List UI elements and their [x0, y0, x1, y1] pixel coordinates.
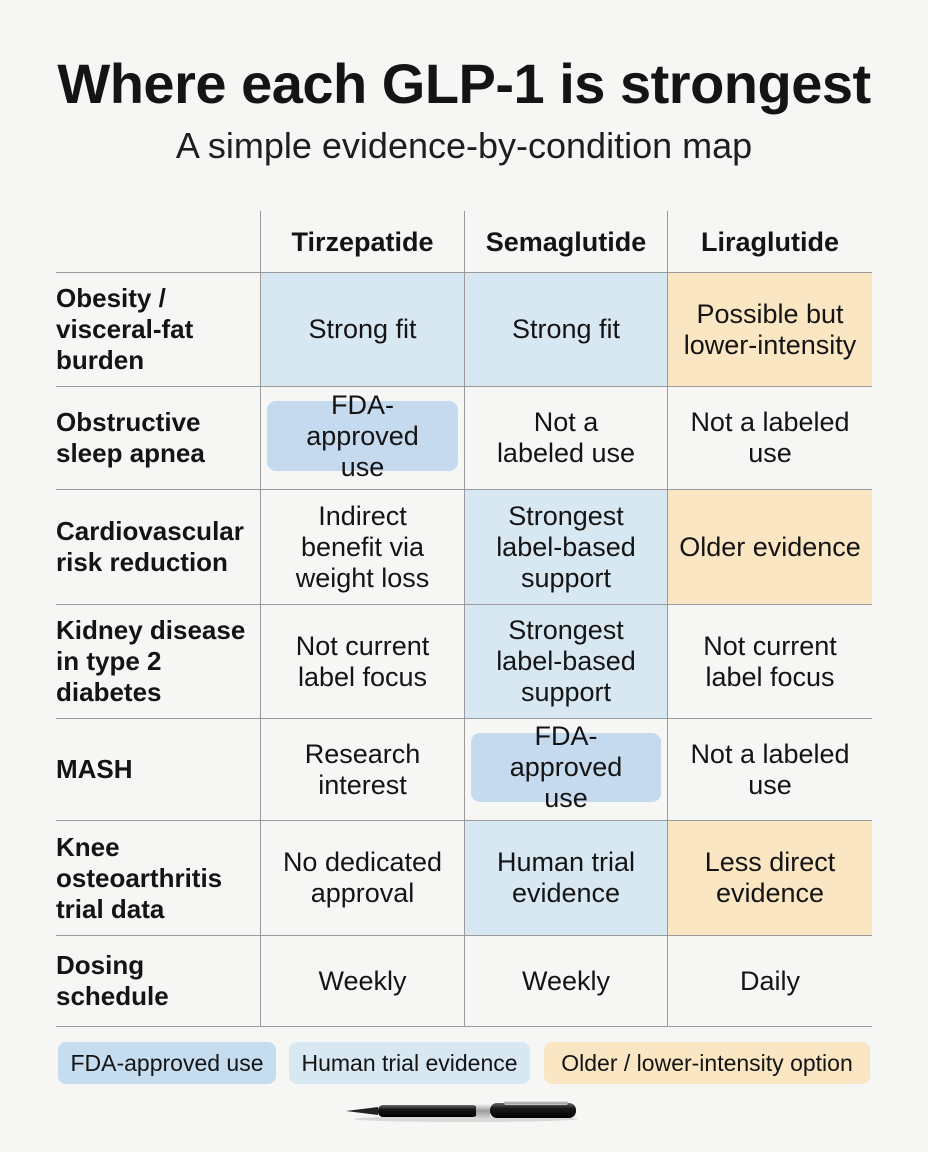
row-header-label: MASH	[56, 754, 133, 784]
cell-text: Strong fit	[308, 314, 417, 344]
cell-text: Weekly	[318, 965, 407, 996]
page-subtitle: A simple evidence-by-condition map	[175, 125, 753, 166]
table-cell: FDA-approved use	[464, 718, 667, 820]
row-header-dosing: Dosing schedule	[56, 935, 260, 1026]
row-header-label: Obesity / visceral-fat burden	[56, 283, 194, 375]
column-header-semaglutide: Semaglutide	[464, 211, 667, 272]
cell-text: Indirect benefit via weight loss	[295, 500, 430, 593]
cell-text: Daily	[739, 965, 800, 996]
fda-approved-highlight: FDA-approved use	[471, 721, 661, 813]
table-cell: Strongest label-based support	[464, 604, 667, 718]
cell-text: FDA-approved use	[509, 721, 623, 813]
row-header-label: Cardiovascular risk reduction	[56, 516, 244, 577]
row-header-label: Kidney disease in type 2 diabetes	[56, 615, 246, 707]
page-title: Where each GLP-1 is strongest	[57, 52, 871, 115]
table-cell: Weekly	[464, 935, 667, 1026]
table-bottom-rule	[56, 1026, 872, 1027]
cell-text: Older evidence	[679, 531, 861, 562]
table-cell: Human trial evidence	[464, 820, 667, 935]
row-header-kidney: Kidney disease in type 2 diabetes	[56, 604, 260, 718]
cell-text: Human trial evidence	[496, 847, 636, 908]
table-cell: Not a labeled use	[464, 386, 667, 489]
cell-text: Strongest label-based support	[496, 615, 636, 707]
cell-text: Not current label focus	[703, 630, 837, 692]
cell-text: Not a labeled use	[690, 407, 850, 468]
table-cell: Weekly	[260, 935, 464, 1026]
table-cell: No dedicated approval	[260, 820, 464, 935]
cell-text: Not a labeled use	[690, 738, 850, 800]
table-cell: Strongest label-based support	[464, 489, 667, 604]
cell-text: Not current label focus	[295, 630, 430, 692]
cell-text: Weekly	[521, 965, 611, 996]
table-cell: FDA-approved use	[260, 386, 464, 489]
row-header-label: Dosing schedule	[56, 950, 169, 1011]
table-cell: Not current label focus	[260, 604, 464, 718]
table-cell: Possible but lower-intensity	[667, 272, 872, 386]
row-header-label: Obstructive sleep apnea	[56, 407, 205, 468]
table-cell: Not a labeled use	[667, 386, 872, 489]
cell-text: Possible but lower-intensity	[683, 298, 857, 360]
column-header-tirzepatide: Tirzepatide	[260, 211, 464, 272]
cell-text: Research interest	[304, 738, 421, 800]
cell-text: Strongest label-based support	[496, 500, 636, 593]
cell-text: FDA-approved use	[306, 389, 419, 482]
cell-text: No dedicated approval	[282, 847, 443, 908]
evidence-table: Tirzepatide Semaglutide Liraglutide Obes…	[56, 211, 872, 1027]
row-header-cardiovascular: Cardiovascular risk reduction	[56, 489, 260, 604]
column-header-liraglutide: Liraglutide	[667, 211, 872, 272]
table-cell: Not current label focus	[667, 604, 872, 718]
fda-approved-highlight: FDA-approved use	[267, 390, 458, 482]
pen-icon	[346, 1101, 578, 1122]
table-cell: Indirect benefit via weight loss	[260, 489, 464, 604]
row-header-sleep-apnea: Obstructive sleep apnea	[56, 386, 260, 489]
table-cell: Daily	[667, 935, 872, 1026]
legend-older-option: Older / lower-intensity option	[544, 1042, 870, 1084]
row-header-mash: MASH	[56, 718, 260, 820]
table-cell: Older evidence	[667, 489, 872, 604]
table-cell: Strong fit	[260, 272, 464, 386]
legend-fda-approved: FDA-approved use	[58, 1042, 276, 1084]
cell-text: Less direct evidence	[704, 847, 836, 908]
table-cell: Research interest	[260, 718, 464, 820]
row-header-label: Knee osteoarthritis trial data	[56, 831, 223, 924]
legend-human-trial: Human trial evidence	[289, 1042, 530, 1084]
cell-text: Strong fit	[511, 314, 621, 344]
table-cell: Strong fit	[464, 272, 667, 386]
corner-cell	[56, 211, 260, 272]
table-cell: Less direct evidence	[667, 820, 872, 935]
table-cell: Not a labeled use	[667, 718, 872, 820]
row-header-knee-oa: Knee osteoarthritis trial data	[56, 820, 260, 935]
row-header-obesity: Obesity / visceral-fat burden	[56, 272, 260, 386]
cell-text: Not a labeled use	[496, 407, 636, 468]
